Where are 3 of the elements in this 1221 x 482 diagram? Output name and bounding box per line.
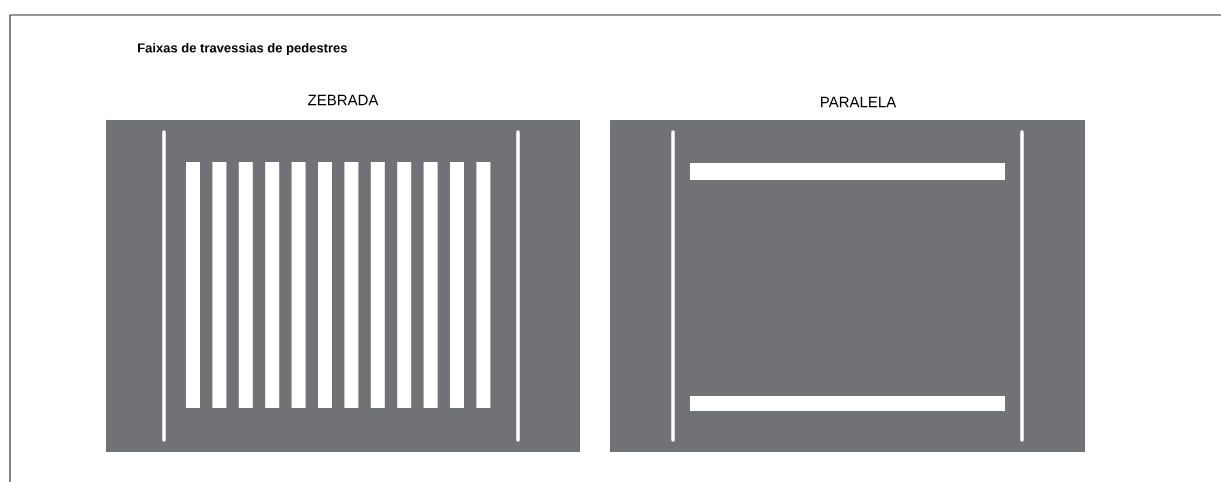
heading: PARALELA: [821, 96, 897, 108]
heading: ZEBRADA: [308, 94, 379, 106]
title: Faixas de travessias de pedestres: [138, 42, 347, 56]
